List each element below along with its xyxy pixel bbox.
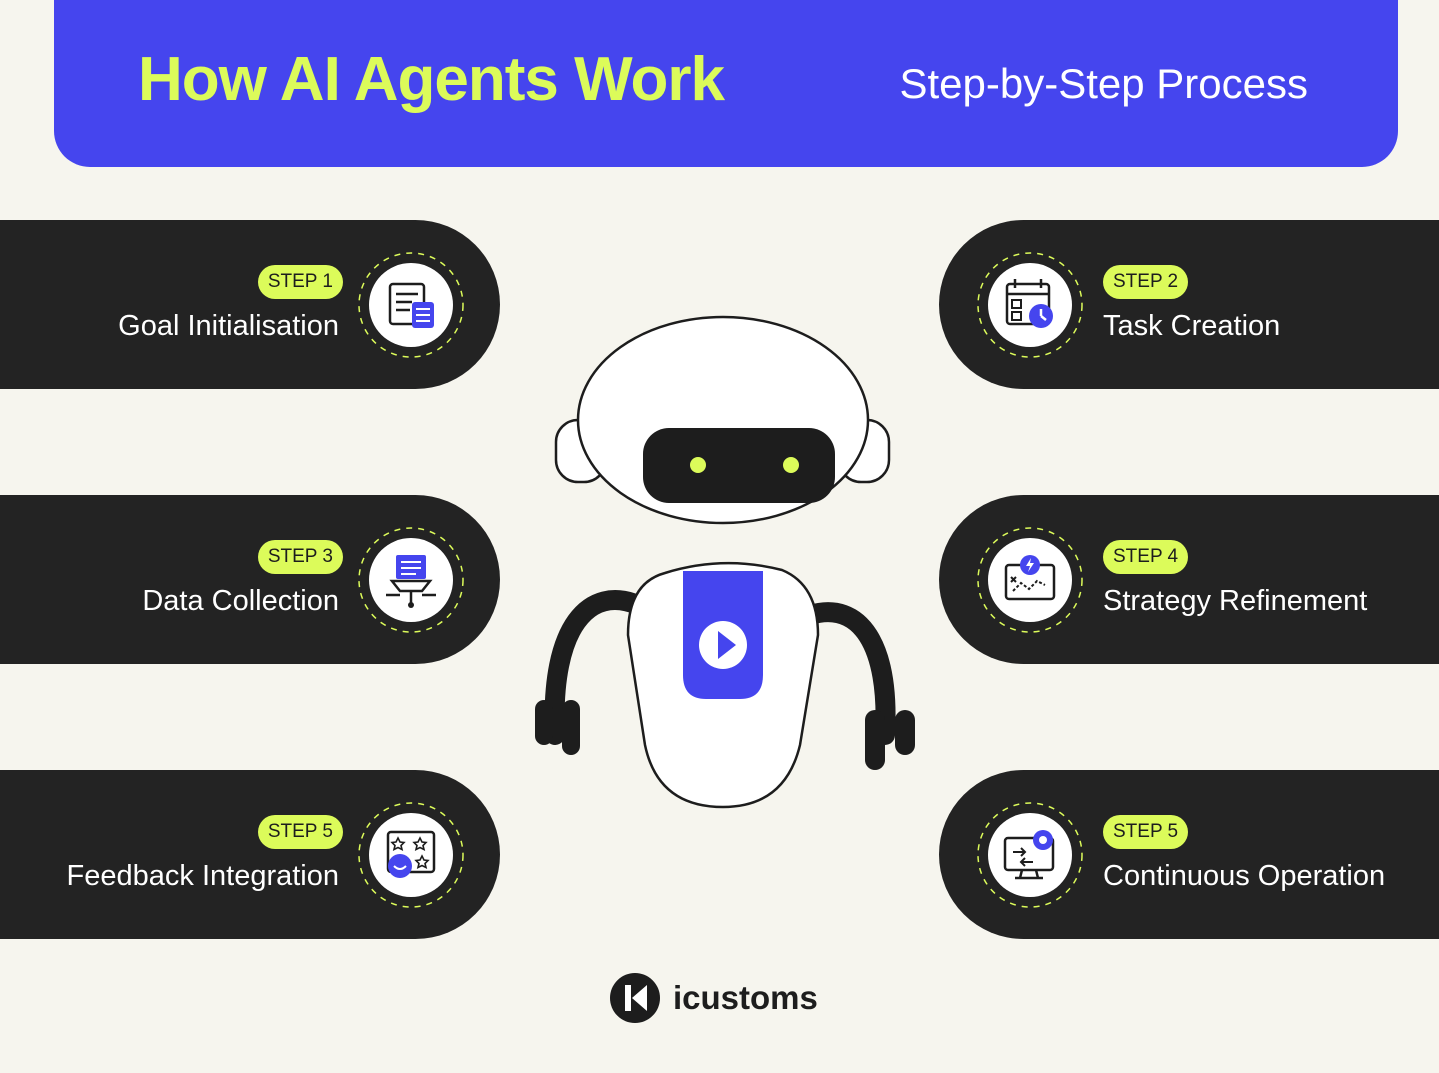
brand-name: icustoms bbox=[673, 979, 818, 1016]
page-title: How AI Agents Work bbox=[138, 45, 725, 114]
brand-logo: icustoms bbox=[609, 970, 818, 1026]
step-badge: STEP 4 bbox=[1103, 540, 1189, 574]
step-label: Task Creation bbox=[1103, 310, 1281, 342]
strategy-board-icon bbox=[975, 525, 1085, 635]
step-card-task-creation: STEP 2 Task Creation bbox=[939, 220, 1439, 389]
step-badge: STEP 5 bbox=[257, 815, 343, 849]
monitor-gear-icon bbox=[975, 800, 1085, 910]
step-label: Feedback Integration bbox=[66, 860, 339, 892]
step-card-strategy-refinement: STEP 4 Strategy Refinement bbox=[939, 495, 1439, 664]
brand-logo-icon bbox=[610, 973, 660, 1023]
robot-mascot bbox=[530, 315, 925, 815]
calendar-clock-icon bbox=[975, 250, 1085, 360]
step-label: Data Collection bbox=[142, 585, 339, 617]
step-label: Strategy Refinement bbox=[1103, 585, 1368, 617]
step-badge: STEP 5 bbox=[1103, 815, 1189, 849]
step-badge: STEP 1 bbox=[257, 265, 343, 299]
step-badge: STEP 2 bbox=[1103, 265, 1189, 299]
step-card-data-collection: STEP 3 Data Collection bbox=[0, 495, 500, 664]
document-checklist-icon bbox=[356, 250, 466, 360]
page-subtitle: Step-by-Step Process bbox=[899, 60, 1308, 107]
step-label: Continuous Operation bbox=[1103, 860, 1386, 892]
step-label: Goal Initialisation bbox=[118, 310, 339, 342]
feedback-stars-icon bbox=[356, 800, 466, 910]
step-card-continuous-operation: STEP 5 Continuous Operation bbox=[939, 770, 1439, 939]
header-banner: How AI Agents Work Step-by-Step Process bbox=[54, 0, 1398, 167]
step-card-feedback-integration: STEP 5 Feedback Integration bbox=[0, 770, 500, 939]
step-card-goal-initialisation: STEP 1 Goal Initialisation bbox=[0, 220, 500, 389]
step-badge: STEP 3 bbox=[257, 540, 343, 574]
document-network-icon bbox=[356, 525, 466, 635]
